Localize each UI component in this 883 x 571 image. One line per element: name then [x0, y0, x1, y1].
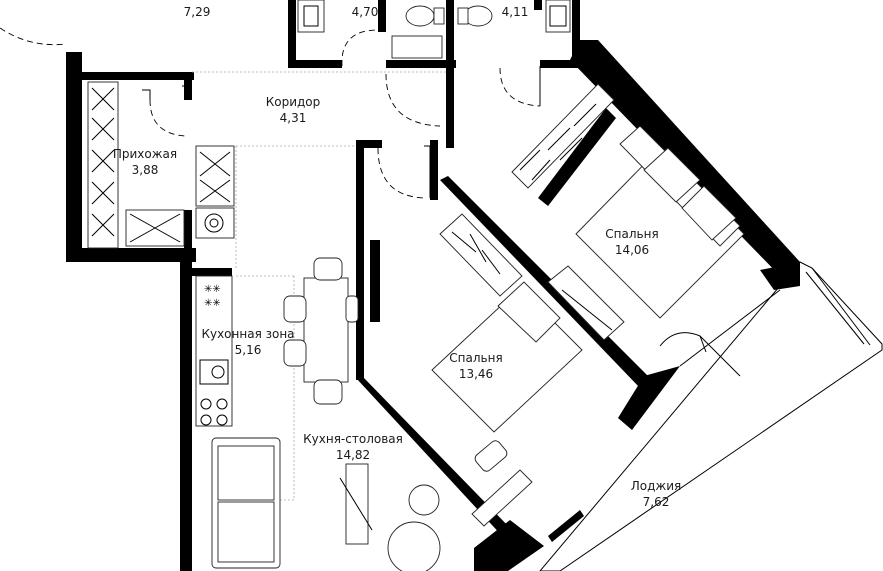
svg-text:✳✳: ✳✳: [204, 284, 221, 295]
wall-bedrooms-divider: [440, 176, 650, 388]
room-name: Кухня-столовая: [303, 432, 403, 446]
room-label-hall: Прихожая 3,88: [113, 146, 177, 178]
shower-tray: [391, 35, 443, 59]
wall-bath1-right: [378, 0, 386, 32]
loggia-wall-line: [679, 289, 781, 367]
wall-wardrobe-edge: [538, 108, 616, 206]
room-name: Кухонная зона: [201, 327, 295, 341]
room-label-bath2: 4,11: [502, 4, 529, 20]
wall-bath-mid: [386, 60, 456, 68]
tv-stand-bedroom1: [547, 265, 625, 341]
wall-corridor-right: [446, 68, 454, 148]
loggia-rail-1: [811, 267, 871, 346]
loggia-rail-2: [805, 271, 865, 345]
room-area: 7,62: [642, 495, 670, 509]
room-label-bedroom1: Спальня 13,46: [449, 350, 502, 382]
svg-text:✳✳: ✳✳: [204, 298, 221, 309]
chair: [313, 257, 343, 281]
desk: [471, 469, 533, 527]
room-area: 4,31: [279, 111, 307, 125]
wall-kitchen-diagonal: [356, 378, 512, 538]
kitchen-furniture: ✳✳ ✳✳: [195, 145, 441, 571]
wall-bath1-left: [288, 0, 296, 66]
bedroom1-furniture: [431, 213, 625, 527]
room-area: 3,88: [131, 163, 159, 177]
room-area: 5,16: [234, 343, 262, 357]
room-label-top-left: 7,29: [184, 4, 211, 20]
wall-outer-diagonal: [570, 40, 800, 278]
wardrobe-bedroom1: [439, 213, 523, 297]
room-area: 4,11: [501, 5, 529, 19]
room-label-bath1: 4,70: [352, 4, 379, 20]
room-label-bedroom2: Спальня 14,06: [605, 226, 658, 258]
desk-chair: [474, 440, 508, 472]
toilet-bath1: [405, 5, 435, 27]
room-name: Спальня: [449, 351, 503, 365]
room-area: 7,29: [183, 5, 211, 19]
room-name: Прихожая: [112, 147, 178, 161]
wall-kitchen-bedroom: [356, 140, 364, 380]
room-area: 13,46: [458, 367, 494, 381]
bedroom2-furniture: [511, 83, 745, 319]
door-bath1: [341, 29, 379, 67]
wall-kitchen-bedroom-thick: [370, 240, 380, 322]
room-label-kitchen-zone: Кухонная зона 5,16: [201, 326, 294, 358]
washer: [195, 207, 235, 239]
door-top-left: [0, 27, 67, 46]
room-name: Спальня: [605, 227, 659, 241]
wardrobe-bedroom2: [511, 83, 615, 189]
wall-kitchen-left: [180, 250, 192, 571]
door-hall: [149, 99, 187, 137]
wall-bath2-right: [572, 0, 580, 60]
room-label-corridor: Коридор 4,31: [266, 94, 321, 126]
room-label-loggia: Лоджия 7,62: [631, 478, 682, 510]
room-area: 4,70: [351, 5, 379, 19]
wall-hall-right: [184, 210, 192, 255]
room-name: Коридор: [265, 95, 321, 109]
dining-table: [303, 277, 349, 383]
wall-bottom-block: [474, 520, 544, 571]
chair: [313, 379, 343, 405]
wall-bath2-left: [446, 0, 454, 68]
loggia-outline: [539, 261, 883, 571]
hall-wardrobe: [87, 81, 185, 249]
tv-cabinet: [345, 463, 369, 545]
wall-hall-top-stub: [184, 80, 192, 100]
walls: [66, 0, 800, 571]
wall-hall-bottom: [66, 248, 196, 262]
wall-hall-top: [82, 72, 194, 80]
wall-corner-bedroom2: [760, 262, 800, 290]
sink-bath1: [297, 0, 325, 33]
door-bath2: [499, 67, 541, 107]
door-bedroom1: [377, 147, 425, 199]
doors: [0, 27, 741, 377]
loggia-window: [548, 510, 584, 542]
chair: [283, 295, 307, 323]
room-area: 14,82: [335, 448, 371, 462]
wall-kitchen-bedroom-top: [364, 140, 382, 148]
chair: [345, 295, 359, 323]
stove-burner: [200, 398, 212, 410]
chair: [283, 339, 307, 367]
room-label-kitchen-dining: Кухня-столовая 14,82: [303, 431, 403, 463]
door-loggia: [659, 332, 707, 353]
round-table: [387, 521, 441, 571]
door-corridor-right: [385, 73, 441, 127]
wall-bath2-inner: [534, 0, 542, 10]
wall-bath1-bottom: [288, 60, 342, 68]
bed-bedroom2: [575, 147, 745, 319]
round-stool: [408, 484, 440, 516]
room-area: 14,06: [614, 243, 650, 257]
wall-hall-left: [66, 52, 82, 262]
sink: [199, 359, 229, 385]
wall-niche: [192, 268, 232, 276]
wall-bedroom1-door-jamb: [430, 140, 438, 200]
wall-bath2-bottom: [540, 60, 600, 68]
bathroom-fixtures: [297, 0, 571, 59]
room-name: Лоджия: [630, 479, 682, 493]
wall-loggia-door-block: [618, 366, 680, 430]
fridge: [195, 145, 235, 207]
